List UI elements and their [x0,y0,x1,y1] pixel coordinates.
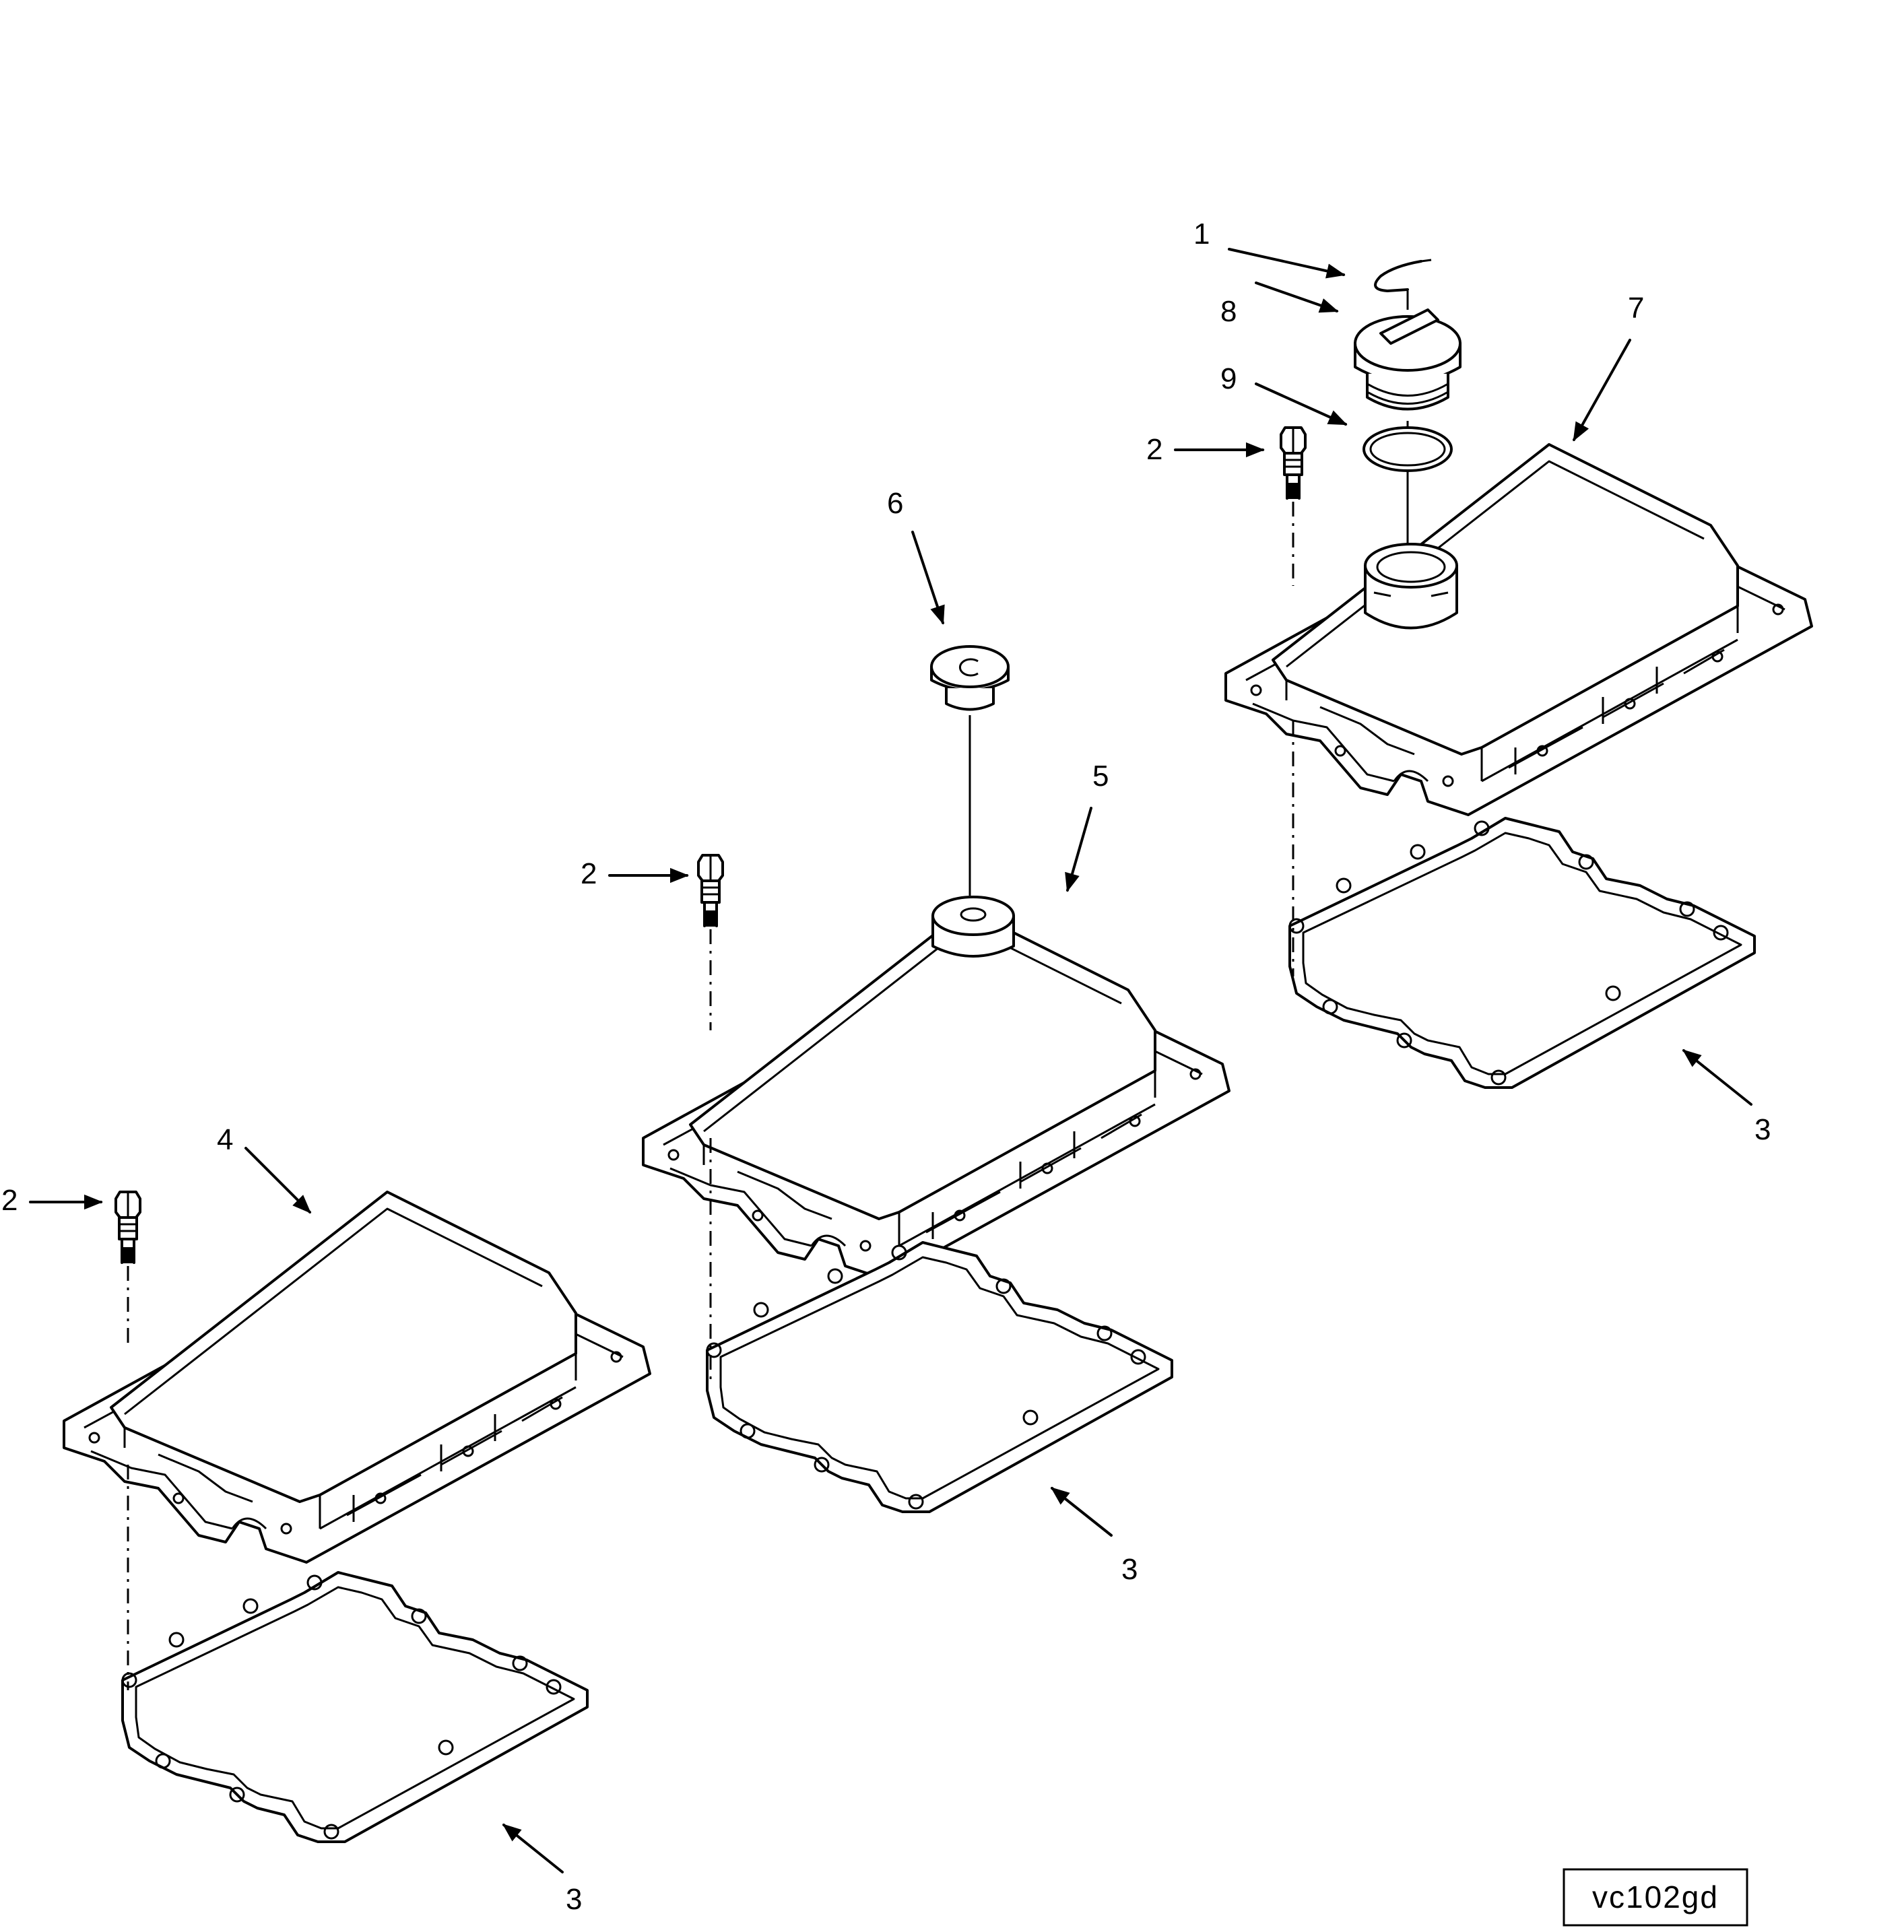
gasket-upper [1288,817,1756,1089]
filler-neck-7 [1364,543,1458,630]
callout-2-top: 2 [1146,433,1162,466]
callout-1: 1 [1193,218,1210,251]
filler-cap-8 [1354,308,1462,411]
callout-3-mid: 3 [1121,1553,1138,1586]
filler-boss-5 [931,896,1015,958]
gasket-middle [706,1241,1173,1513]
retaining-clip-1 [1374,259,1432,310]
leader-lines [29,248,1752,1873]
callout-3-low: 3 [566,1883,582,1916]
bolt-top [1280,426,1307,500]
valve-cover-7 [1224,443,1813,816]
reference-code-box: vc102gd [1563,1868,1748,1927]
reference-code: vc102gd [1592,1879,1719,1914]
callout-6: 6 [887,487,903,520]
valve-cover-4 [63,1191,651,1564]
o-ring-9 [1363,426,1453,472]
bolt-left [114,1191,141,1265]
callout-5: 5 [1092,760,1109,793]
callout-3-top: 3 [1754,1113,1771,1146]
callout-2-mid: 2 [581,857,597,890]
gasket-lower [121,1571,589,1843]
oil-filler-plug-6 [930,645,1010,711]
callout-9: 9 [1220,362,1237,395]
callout-7: 7 [1628,292,1644,325]
callout-4: 4 [217,1123,233,1156]
callout-8: 8 [1220,295,1237,328]
bolt-middle [697,854,724,928]
valve-cover-5 [642,908,1230,1281]
callout-2-left: 2 [1,1184,18,1217]
